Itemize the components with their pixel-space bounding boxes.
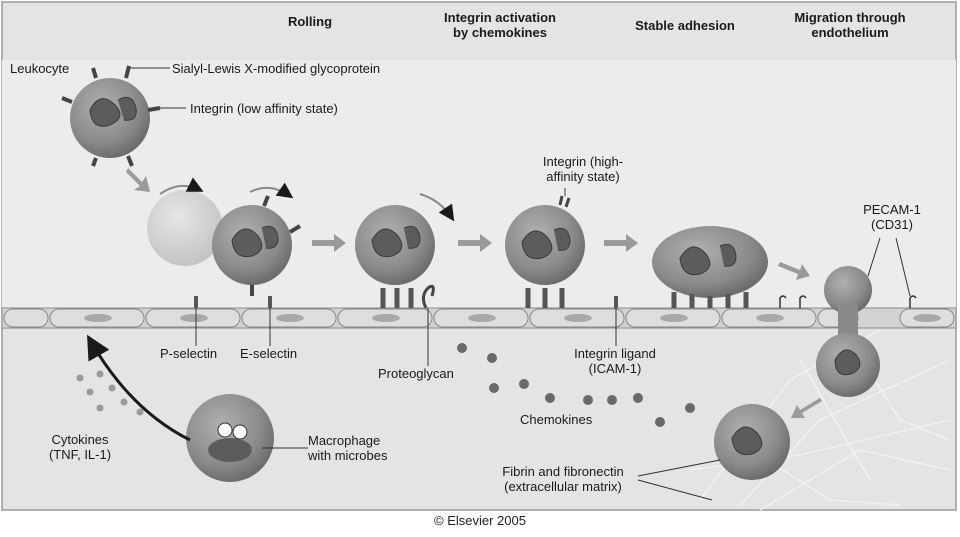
label-cytokines: Cytokines (TNF, IL-1) bbox=[48, 432, 112, 462]
copyright: © Elsevier 2005 bbox=[434, 513, 526, 528]
leader-lines bbox=[195, 188, 911, 501]
label-sialyl-lewis-x: Sialyl-Lewis X-modified glycoprotein bbox=[172, 61, 381, 76]
label-fibrin: Fibrin and fibronectin (extracellular ma… bbox=[502, 464, 624, 494]
label-leukocyte: Leukocyte bbox=[10, 61, 70, 76]
endothelium bbox=[1, 307, 957, 329]
pecam-marks bbox=[779, 295, 917, 308]
label-integrin-high: Integrin (high- affinity state) bbox=[542, 154, 624, 184]
ghost-leukocyte bbox=[147, 190, 223, 266]
heading-migration: Migration through endothelium bbox=[794, 10, 906, 40]
label-proteoglycan: Proteoglycan bbox=[378, 366, 454, 381]
label-chemokines: Chemokines bbox=[520, 412, 593, 427]
chemokine-dots bbox=[457, 343, 695, 427]
label-p-selectin: P-selectin bbox=[160, 346, 218, 361]
label-macrophage: Macrophage with microbes bbox=[308, 433, 388, 463]
label-e-selectin: E-selectin bbox=[240, 346, 298, 361]
label-integrin-low: Integrin (low affinity state) bbox=[190, 101, 338, 116]
cytokine-dots bbox=[76, 370, 144, 416]
flow-arrows bbox=[126, 168, 822, 418]
roll-arrow-1 bbox=[159, 177, 204, 195]
proteoglycan-mark bbox=[421, 284, 435, 309]
macrophage bbox=[186, 394, 274, 482]
heading-rolling: Rolling bbox=[287, 14, 333, 29]
activated-cell bbox=[505, 195, 585, 308]
heading-stable-adhesion: Stable adhesion bbox=[635, 18, 735, 33]
extravasated-cell bbox=[714, 404, 790, 480]
rolling-cell-1 bbox=[212, 195, 302, 296]
label-integrin-ligand: Integrin ligand (ICAM-1) bbox=[574, 346, 656, 376]
endothelial-molecules bbox=[194, 296, 618, 308]
leukocyte-cell bbox=[61, 65, 186, 167]
vessel-lumen bbox=[2, 60, 956, 310]
roll-arrow-2 bbox=[249, 182, 294, 199]
roll-arrow-3 bbox=[419, 193, 455, 222]
adherent-cell bbox=[652, 226, 768, 308]
transmigrating-cell bbox=[816, 266, 880, 397]
label-pecam: PECAM-1 (CD31) bbox=[863, 202, 921, 232]
rolling-cell-2 bbox=[355, 205, 435, 308]
cytokine-signal-arrow bbox=[87, 334, 191, 442]
heading-integrin-activation: Integrin activation by chemokines bbox=[444, 10, 556, 40]
